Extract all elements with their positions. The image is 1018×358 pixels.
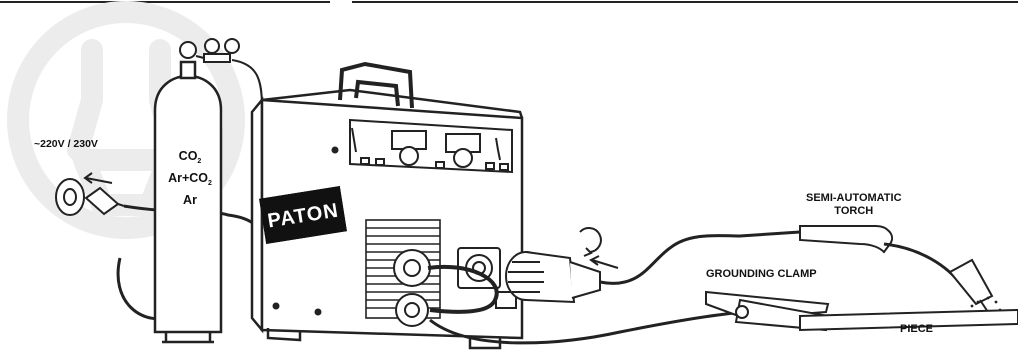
gas-co2: CO2 [162, 148, 218, 170]
arrow-left-connector-icon [591, 256, 618, 268]
torch-label: SEMI-AUTOMATIC TORCH [806, 192, 902, 218]
voltage-label: ~220V / 230V [34, 138, 98, 150]
torch-label-line1: SEMI-AUTOMATIC [806, 192, 902, 205]
piece-label: PIECE [900, 323, 933, 335]
rotate-arrow-icon [580, 228, 601, 256]
control-panel [333, 120, 513, 172]
torch-label-line2: TORCH [806, 205, 902, 218]
torch-neck [884, 244, 962, 286]
power-socket-icon [56, 179, 84, 215]
torch-nozzle [950, 260, 992, 304]
gas-mix: Ar+CO2 [162, 170, 218, 192]
gas-regulator-icon [180, 39, 239, 62]
torch-connector [506, 252, 600, 302]
knob-left [400, 147, 418, 165]
torch-handle [800, 226, 892, 252]
clamp-label: GROUNDING CLAMP [706, 268, 817, 280]
knob-right [454, 149, 472, 167]
machine-handle [340, 64, 412, 108]
gas-argon: Ar [162, 192, 218, 208]
gas-type-label: CO2 Ar+CO2 Ar [162, 148, 218, 208]
welding-torch [800, 226, 992, 312]
